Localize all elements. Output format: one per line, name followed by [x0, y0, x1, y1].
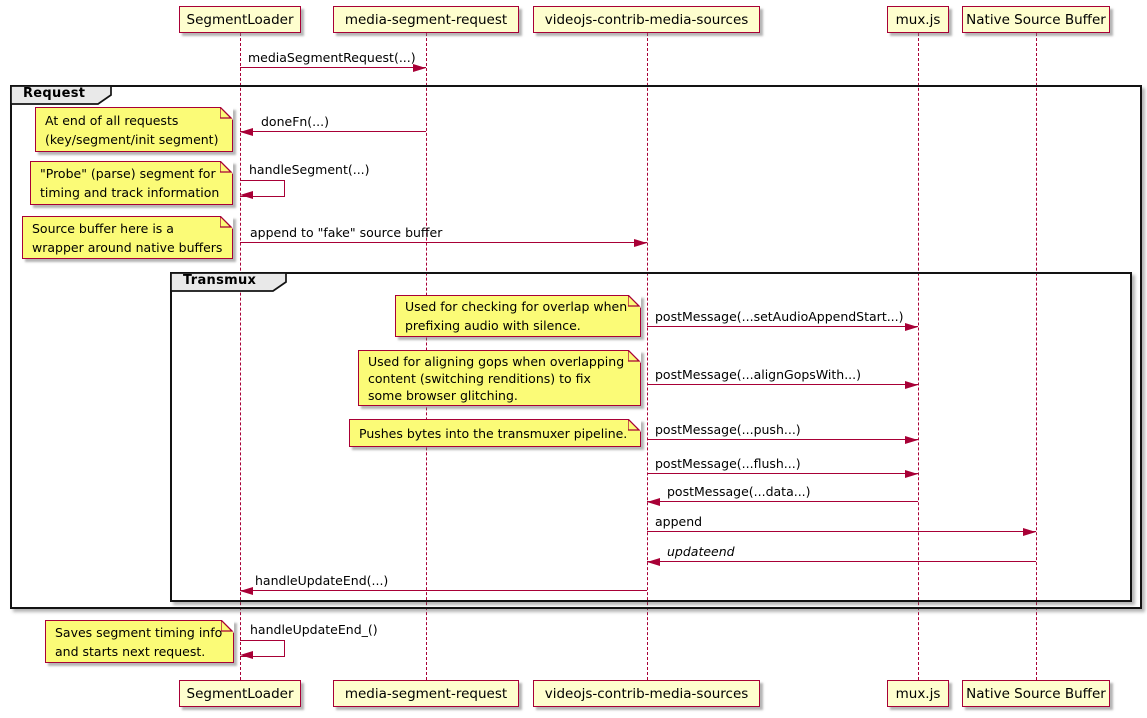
arrowhead-left-icon [647, 497, 660, 506]
message-label: handleUpdateEnd(...) [255, 573, 389, 588]
participant-bottom-muxjs: mux.js [887, 680, 949, 707]
message-line [647, 531, 1036, 532]
message-label: postMessage(...setAudioAppendStart...) [655, 309, 904, 324]
message-label: doneFn(...) [261, 114, 329, 129]
note-fold-icon [220, 106, 234, 120]
frame-tab-shape-icon [170, 272, 287, 292]
lifeline-muxjs [918, 33, 919, 680]
note-fold-icon [628, 294, 642, 308]
note: At end of all requests (key/segment/init… [35, 106, 234, 152]
arrowhead-left-icon [240, 127, 253, 136]
note-fold-icon [628, 349, 642, 363]
participant-top-videojs-contrib-media-sources: videojs-contrib-media-sources [533, 6, 760, 33]
message-label: handleSegment(...) [249, 162, 370, 177]
note: "Probe" (parse) segment for timing and t… [30, 160, 234, 205]
message-label: postMessage(...alignGopsWith...) [655, 367, 861, 382]
arrowhead-left-icon [240, 586, 253, 595]
frame-transmux [170, 272, 1132, 602]
frame-transmux-label: Transmux [183, 273, 257, 288]
note-fold-icon [221, 619, 235, 633]
message-line [647, 439, 918, 440]
frame-request-tab: Request [10, 85, 113, 105]
participant-bottom-native-source-buffer: Native Source Buffer [962, 680, 1110, 707]
arrowhead-right-icon [905, 380, 918, 389]
note: Pushes bytes into the transmuxer pipelin… [349, 418, 642, 447]
note-fold-icon [220, 215, 234, 229]
arrowhead-left-icon [240, 651, 253, 659]
message-line [647, 384, 918, 385]
lifeline-segmentloader [240, 33, 241, 680]
frame-tab-shape-icon [10, 85, 112, 105]
arrowhead-right-icon [1023, 527, 1036, 536]
message-label: append to "fake" source buffer [250, 225, 443, 240]
message-line [240, 242, 647, 243]
message-line [240, 67, 426, 68]
participant-bottom-segmentloader: SegmentLoader [179, 680, 301, 707]
frame-request-label: Request [23, 86, 86, 101]
participant-top-segmentloader: SegmentLoader [179, 6, 301, 33]
participant-bottom-media-segment-request: media-segment-request [333, 680, 519, 707]
message-label: handleUpdateEnd_() [250, 622, 378, 637]
participant-top-muxjs: mux.js [887, 6, 949, 33]
participant-top-native-source-buffer: Native Source Buffer [962, 6, 1110, 33]
message-label: postMessage(...data...) [667, 484, 811, 499]
message-label: postMessage(...flush...) [655, 456, 801, 471]
arrowhead-right-icon [634, 238, 647, 247]
self-message-loop [240, 640, 285, 657]
arrowhead-right-icon [905, 435, 918, 444]
arrowhead-right-icon [905, 469, 918, 478]
message-line [240, 131, 426, 132]
message-line [647, 473, 918, 474]
message-label: append [655, 514, 703, 529]
self-message-loop [240, 180, 285, 197]
lifeline-videojs-contrib-media-sources [647, 33, 648, 680]
message-line [647, 501, 918, 502]
message-line [240, 590, 647, 591]
message-label: updateend [667, 544, 735, 559]
arrowhead-left-icon [647, 557, 660, 566]
lifeline-native-source-buffer [1036, 33, 1037, 680]
note: Saves segment timing info and starts nex… [45, 619, 235, 663]
note-fold-icon [628, 418, 642, 432]
frame-request [10, 85, 1142, 609]
arrowhead-left-icon [240, 191, 253, 199]
arrowhead-right-icon [905, 322, 918, 331]
message-line [647, 326, 918, 327]
message-label: mediaSegmentRequest(...) [248, 50, 416, 65]
participant-top-media-segment-request: media-segment-request [333, 6, 519, 33]
note: Used for checking for overlap when prefi… [395, 294, 642, 337]
frame-transmux-tab: Transmux [170, 272, 288, 292]
note-fold-icon [220, 160, 234, 174]
message-label: postMessage(...push...) [655, 422, 801, 437]
note: Source buffer here is a wrapper around n… [22, 215, 234, 259]
participant-bottom-videojs-contrib-media-sources: videojs-contrib-media-sources [533, 680, 760, 707]
note: Used for aligning gops when overlapping … [358, 349, 642, 406]
arrowhead-right-icon [413, 63, 426, 72]
message-line [647, 561, 1036, 562]
